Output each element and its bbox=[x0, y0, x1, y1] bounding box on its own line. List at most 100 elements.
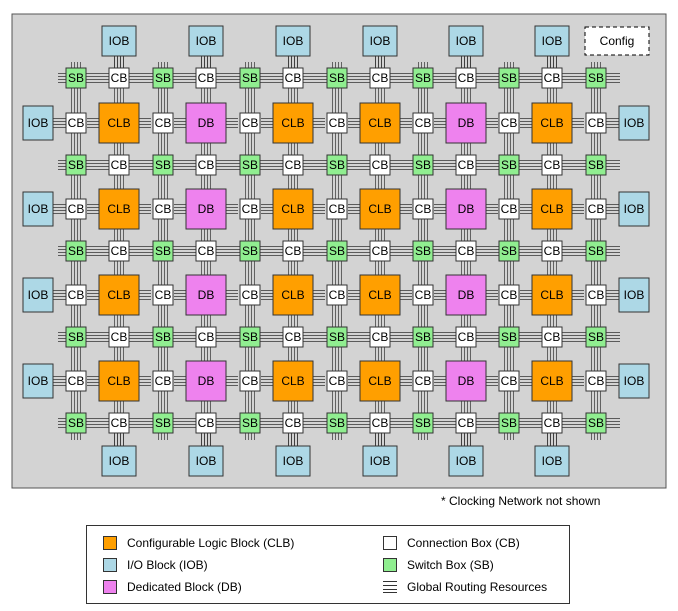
connection-box bbox=[412, 284, 434, 306]
connection-box bbox=[152, 284, 174, 306]
configurable-logic-block bbox=[98, 274, 140, 316]
switch-box bbox=[498, 326, 520, 348]
connection-box bbox=[152, 370, 174, 392]
connection-box-label: CB bbox=[68, 374, 85, 388]
switch-box bbox=[326, 326, 348, 348]
dedicated-block bbox=[185, 274, 227, 316]
connection-box bbox=[585, 370, 607, 392]
switch-box-label: SB bbox=[329, 244, 345, 258]
dedicated-block bbox=[445, 274, 487, 316]
switch-box-label: SB bbox=[588, 416, 604, 430]
switch-box-label: SB bbox=[415, 416, 431, 430]
io-block-bottom bbox=[448, 445, 484, 477]
switch-box bbox=[498, 154, 520, 176]
io-block-top-label: IOB bbox=[283, 34, 304, 48]
connection-box bbox=[455, 67, 477, 89]
configurable-logic-block-label: CLB bbox=[107, 288, 130, 302]
io-block-top-label: IOB bbox=[196, 34, 217, 48]
connection-box-label: CB bbox=[285, 158, 302, 172]
connection-box-label: CB bbox=[198, 416, 215, 430]
configurable-logic-block bbox=[531, 102, 573, 144]
configurable-logic-block bbox=[531, 360, 573, 402]
io-block-top-label: IOB bbox=[456, 34, 477, 48]
config-block bbox=[584, 26, 650, 56]
connection-box-label: CB bbox=[285, 330, 302, 344]
io-block-bottom-label: IOB bbox=[542, 454, 563, 468]
switch-box-label: SB bbox=[68, 71, 84, 85]
configurable-logic-block bbox=[272, 188, 314, 230]
connection-box-label: CB bbox=[544, 416, 561, 430]
legend-label: Global Routing Resources bbox=[407, 580, 548, 594]
legend-label: Switch Box (SB) bbox=[407, 558, 494, 572]
legend: Configurable Logic Block (CLB) I/O Block… bbox=[86, 525, 570, 604]
connection-box-label: CB bbox=[329, 116, 346, 130]
switch-box bbox=[498, 412, 520, 434]
dedicated-block bbox=[445, 102, 487, 144]
switch-box bbox=[65, 240, 87, 262]
connection-box bbox=[65, 370, 87, 392]
switch-box-label: SB bbox=[501, 244, 517, 258]
switch-box-label: SB bbox=[501, 416, 517, 430]
connection-box bbox=[326, 370, 348, 392]
switch-box bbox=[239, 412, 261, 434]
connection-box-label: CB bbox=[111, 330, 128, 344]
connection-box-label: CB bbox=[329, 202, 346, 216]
connection-box bbox=[65, 284, 87, 306]
configurable-logic-block bbox=[359, 274, 401, 316]
io-block-left-label: IOB bbox=[28, 202, 49, 216]
io-block-left bbox=[22, 105, 54, 141]
connection-box bbox=[195, 67, 217, 89]
switch-box-label: SB bbox=[68, 158, 84, 172]
connection-box-label: CB bbox=[458, 416, 475, 430]
io-block-right bbox=[618, 277, 650, 313]
blue-square-icon bbox=[103, 558, 117, 572]
configurable-logic-block-label: CLB bbox=[107, 374, 130, 388]
dedicated-block-label: DB bbox=[198, 202, 215, 216]
connection-box bbox=[282, 154, 304, 176]
connection-box-label: CB bbox=[415, 116, 432, 130]
connection-box-label: CB bbox=[588, 374, 605, 388]
connection-box bbox=[369, 326, 391, 348]
connection-box bbox=[239, 198, 261, 220]
configurable-logic-block bbox=[359, 360, 401, 402]
connection-box-label: CB bbox=[544, 244, 561, 258]
io-block-left-label: IOB bbox=[28, 374, 49, 388]
switch-box bbox=[152, 412, 174, 434]
connection-box bbox=[326, 284, 348, 306]
connection-box-label: CB bbox=[111, 416, 128, 430]
dedicated-block bbox=[185, 360, 227, 402]
configurable-logic-block-label: CLB bbox=[281, 202, 304, 216]
io-block-top bbox=[275, 25, 311, 57]
configurable-logic-block-label: CLB bbox=[368, 288, 391, 302]
io-block-top bbox=[534, 25, 570, 57]
switch-box bbox=[239, 240, 261, 262]
io-block-left-label: IOB bbox=[28, 116, 49, 130]
connection-box-label: CB bbox=[372, 244, 389, 258]
io-block-left-label: IOB bbox=[28, 288, 49, 302]
io-block-top bbox=[188, 25, 224, 57]
io-block-bottom bbox=[101, 445, 137, 477]
connection-box-label: CB bbox=[68, 116, 85, 130]
switch-box bbox=[585, 67, 607, 89]
connection-box-label: CB bbox=[329, 288, 346, 302]
switch-box bbox=[585, 154, 607, 176]
connection-box bbox=[585, 284, 607, 306]
connection-box-label: CB bbox=[329, 374, 346, 388]
switch-box bbox=[326, 240, 348, 262]
connection-box bbox=[108, 154, 130, 176]
connection-box bbox=[455, 240, 477, 262]
switch-box-label: SB bbox=[68, 244, 84, 258]
configurable-logic-block-label: CLB bbox=[281, 116, 304, 130]
switch-box bbox=[412, 412, 434, 434]
parallel-lines-icon bbox=[383, 581, 397, 593]
connection-box bbox=[412, 370, 434, 392]
connection-box-label: CB bbox=[242, 374, 259, 388]
connection-box-label: CB bbox=[372, 330, 389, 344]
connection-box-label: CB bbox=[68, 202, 85, 216]
io-block-right-label: IOB bbox=[624, 288, 645, 302]
configurable-logic-block-label: CLB bbox=[368, 374, 391, 388]
io-block-top-label: IOB bbox=[109, 34, 130, 48]
switch-box bbox=[65, 154, 87, 176]
configurable-logic-block bbox=[531, 188, 573, 230]
switch-box-label: SB bbox=[588, 158, 604, 172]
